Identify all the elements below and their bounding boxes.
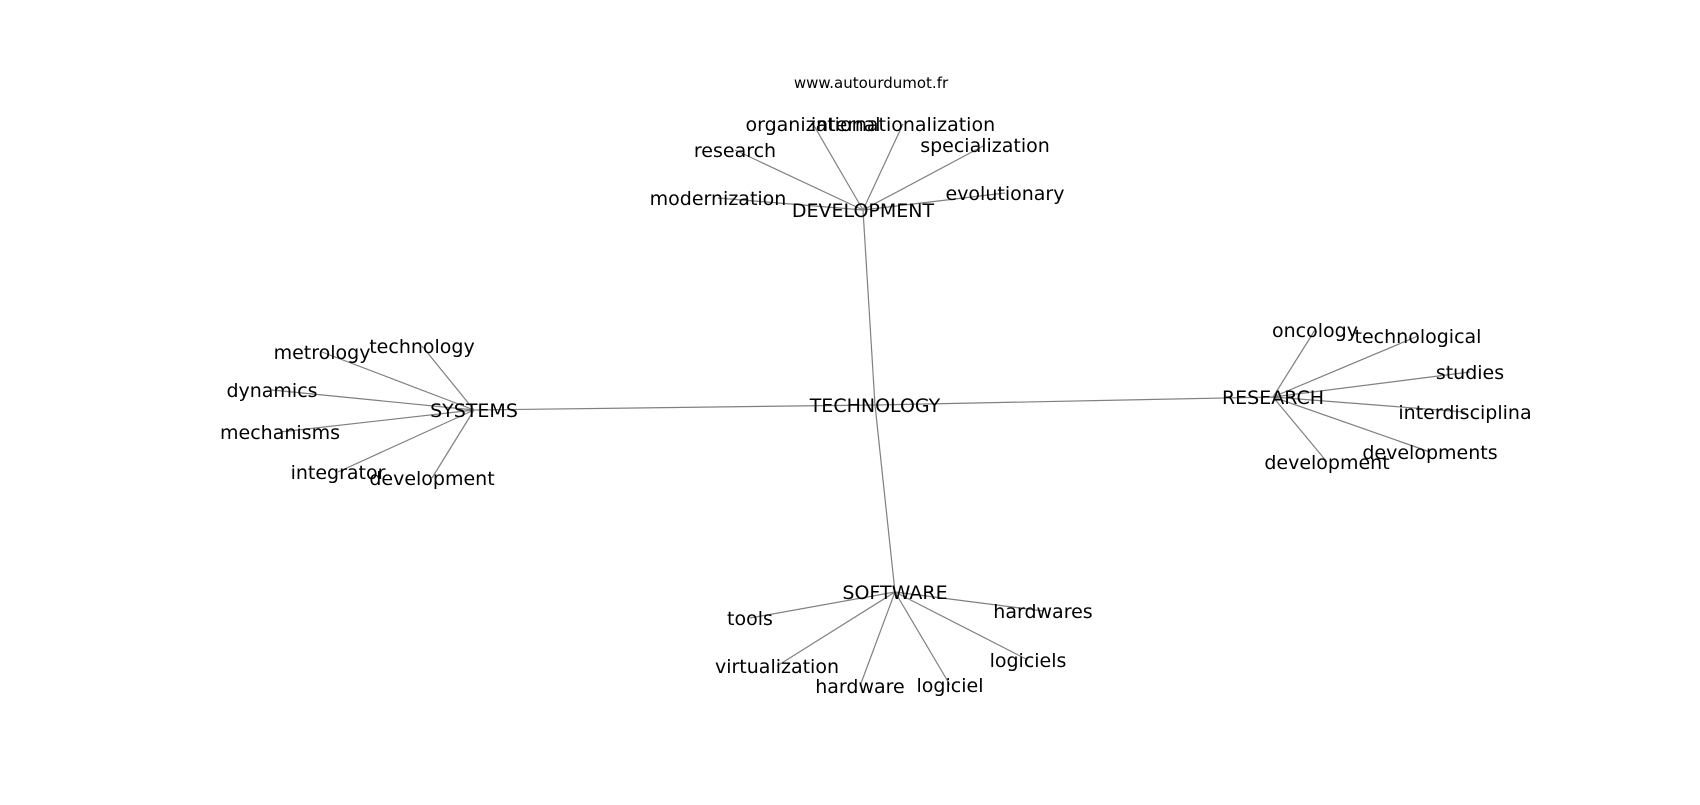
site-watermark: www.autourdumot.fr [794, 74, 949, 92]
leaf-label-research-1: technological [1355, 326, 1482, 348]
edge-research-4 [1272, 396, 1431, 453]
hub-label-software: SOFTWARE [842, 582, 947, 604]
leaf-label-systems-3: mechanisms [220, 422, 340, 444]
center-node-label: TECHNOLOGY [809, 395, 941, 417]
leaf-label-systems-1: metrology [274, 342, 371, 364]
edge-research-0 [1272, 329, 1316, 398]
leaf-label-research-3: interdisciplina [1398, 402, 1531, 424]
edge-research-1 [1272, 335, 1419, 398]
edge-systems-4 [337, 409, 475, 473]
hub-label-systems: SYSTEMS [430, 400, 518, 422]
edge-research-3 [1272, 396, 1466, 413]
edges-layer [271, 123, 1471, 687]
edge-software-0 [749, 591, 896, 619]
edge-center-software [874, 404, 896, 593]
hub-label-research: RESEARCH [1222, 387, 1324, 409]
edge-development-3 [862, 144, 986, 211]
edge-software-2 [776, 591, 896, 667]
edge-systems-3 [279, 409, 475, 433]
edge-software-1 [894, 591, 1044, 612]
leaf-label-systems-5: development [369, 468, 494, 490]
hub-label-development: DEVELOPMENT [792, 200, 935, 222]
leaf-label-development-0: organizational [745, 114, 880, 136]
edge-systems-5 [431, 409, 475, 479]
leaf-label-research-4: developments [1362, 442, 1497, 464]
leaf-label-software-4: hardware [815, 676, 905, 698]
edge-development-5 [862, 192, 1006, 211]
leaf-label-development-5: evolutionary [946, 183, 1065, 205]
leaf-label-development-2: research [694, 140, 776, 162]
edge-development-2 [734, 149, 864, 211]
edge-research-2 [1272, 371, 1471, 398]
edge-development-1 [862, 123, 904, 211]
edge-center-development [862, 209, 876, 406]
edge-development-0 [812, 123, 864, 211]
leaf-label-development-4: modernization [650, 188, 787, 210]
edge-development-4 [717, 197, 864, 211]
leaf-label-software-3: logiciels [990, 650, 1067, 672]
edge-systems-1 [321, 351, 475, 411]
edge-software-5 [894, 591, 951, 686]
edge-center-systems [473, 404, 876, 411]
leaf-label-software-5: logiciel [917, 675, 984, 697]
leaf-label-systems-2: dynamics [226, 380, 317, 402]
leaf-label-research-0: oncology [1272, 320, 1358, 342]
edge-research-5 [1272, 396, 1328, 463]
leaf-label-systems-0: technology [369, 336, 475, 358]
leaf-label-research-2: studies [1436, 362, 1504, 384]
edge-software-3 [894, 591, 1029, 661]
leaf-label-software-0: tools [727, 608, 773, 630]
leaf-label-software-2: virtualization [715, 656, 839, 678]
leaf-label-software-1: hardwares [993, 601, 1092, 623]
edge-center-research [874, 396, 1274, 406]
edge-software-4 [859, 591, 896, 687]
leaf-label-systems-4: integrator [291, 462, 386, 484]
leaf-label-development-1: internationalization [811, 114, 995, 136]
edge-systems-0 [421, 345, 475, 411]
leaf-label-research-5: development [1264, 452, 1389, 474]
leaf-label-development-3: specialization [920, 135, 1050, 157]
labels-layer: www.autourdumot.fr TECHNOLOGY DEVELOPMEN… [220, 74, 1532, 698]
edge-systems-2 [271, 389, 475, 411]
